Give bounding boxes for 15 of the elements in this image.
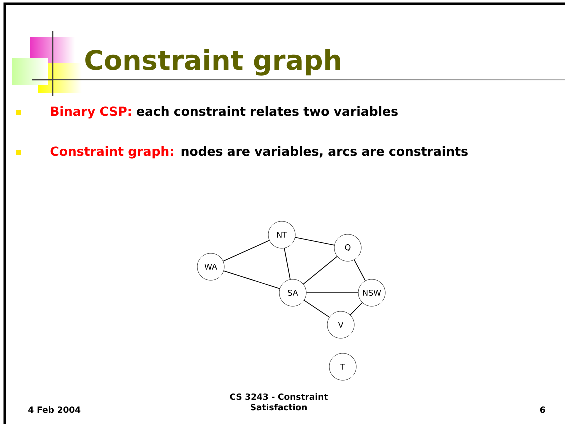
edge-line [354,260,366,282]
edge-line [224,270,280,290]
edge-line [303,256,338,285]
edge-line [284,248,291,280]
edge-line [223,240,270,262]
bullet-text: Binary CSP: each constraint relates two variables [51,106,398,119]
edge-line [306,292,359,294]
page-number: 6 [540,406,546,414]
edge-line [295,237,335,246]
title: Constraint graph [86,50,340,76]
bullet-text: Constraint graph: nodes are variables, arcs are constraints [50,146,468,159]
edge-line [304,300,330,318]
footer-date: 4 Feb 2004 [28,406,81,414]
edge-line [350,302,363,316]
footer-course: CS 3243 - Constraint Satisfaction [230,394,328,411]
